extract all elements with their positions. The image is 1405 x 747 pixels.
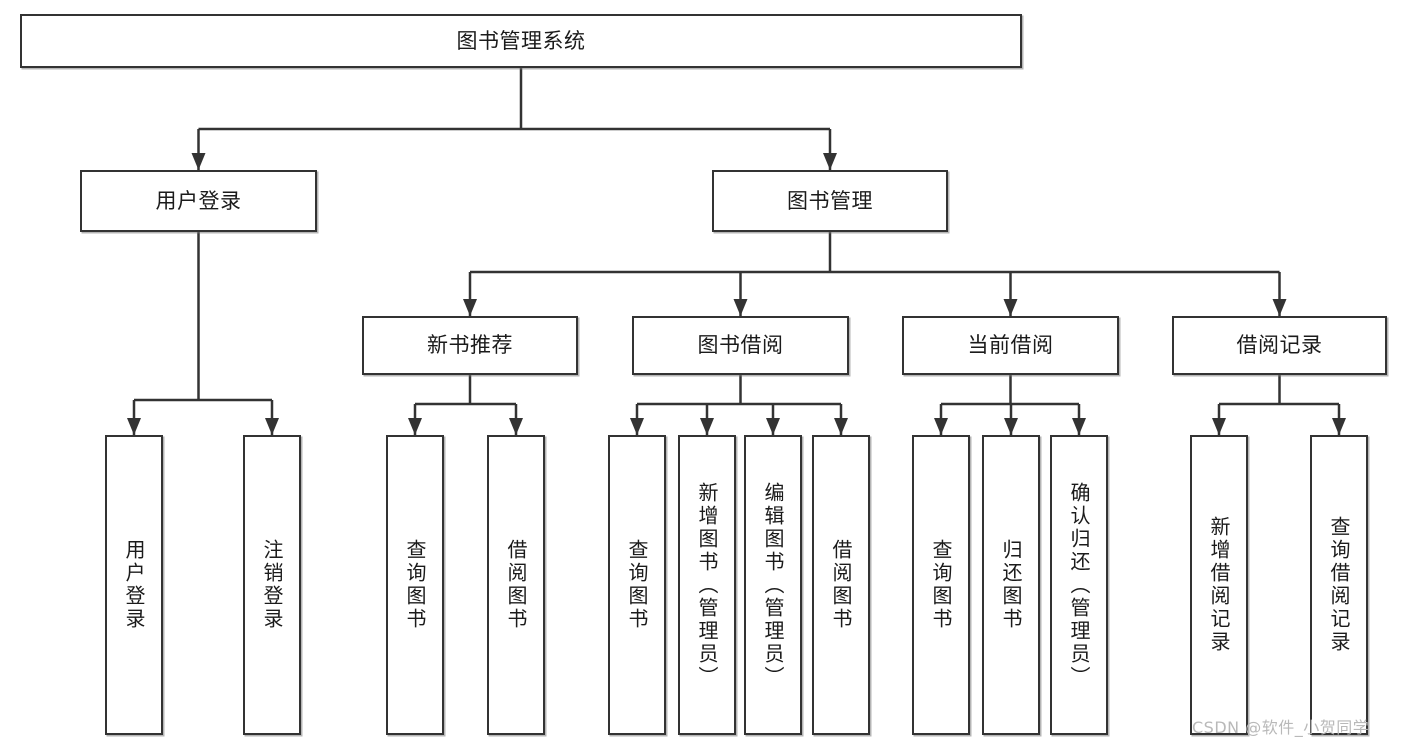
node-leaf-bb-add[interactable]: 新增图书（管理员） (678, 435, 736, 735)
node-leaf-bb-borrow[interactable]: 借阅图书 (812, 435, 870, 735)
node-label: 图书借阅 (697, 333, 784, 358)
node-label: 借阅记录 (1236, 333, 1323, 358)
node-label: 用户登录 (155, 188, 242, 213)
node-label: 注销登录 (260, 539, 284, 631)
node-label: 查询借阅记录 (1327, 516, 1351, 654)
arrowhead (733, 299, 748, 316)
node-label: 当前借阅 (967, 333, 1054, 358)
arrowhead (823, 153, 837, 170)
node-leaf-cb-confirm[interactable]: 确认归还（管理员） (1050, 435, 1108, 735)
arrowhead (408, 418, 422, 435)
arrowhead (1272, 299, 1287, 316)
node-current-borrow[interactable]: 当前借阅 (902, 316, 1119, 375)
node-label: 编辑图书（管理员） (761, 481, 785, 689)
arrowhead (1072, 418, 1086, 435)
node-leaf-bb-query[interactable]: 查询图书 (608, 435, 666, 735)
node-label: 确认归还（管理员） (1067, 481, 1091, 689)
arrowhead (191, 153, 206, 170)
node-root[interactable]: 图书管理系统 (20, 14, 1022, 68)
arrowhead (463, 299, 477, 316)
node-label: 用户登录 (122, 539, 146, 631)
node-label: 查询图书 (625, 539, 649, 631)
arrowhead (1003, 299, 1018, 316)
arrowhead (127, 418, 141, 435)
node-label: 新增借阅记录 (1207, 516, 1231, 654)
node-book-manage[interactable]: 图书管理 (712, 170, 948, 232)
arrowhead (1332, 418, 1346, 435)
node-label: 新书推荐 (427, 333, 513, 358)
arrowhead (934, 418, 948, 435)
node-leaf-rec-borrow[interactable]: 借阅图书 (487, 435, 545, 735)
node-book-borrow[interactable]: 图书借阅 (632, 316, 849, 375)
node-borrow-record[interactable]: 借阅记录 (1172, 316, 1387, 375)
node-label: 借阅图书 (829, 539, 853, 631)
node-leaf-br-add[interactable]: 新增借阅记录 (1190, 435, 1248, 735)
arrowhead (766, 418, 780, 435)
node-new-book-rec[interactable]: 新书推荐 (362, 316, 578, 375)
node-label: 借阅图书 (504, 539, 528, 631)
node-leaf-cb-return[interactable]: 归还图书 (982, 435, 1040, 735)
node-leaf-bb-edit[interactable]: 编辑图书（管理员） (744, 435, 802, 735)
node-label: 归还图书 (999, 539, 1023, 631)
arrowhead (265, 418, 279, 435)
node-label: 查询图书 (403, 539, 427, 631)
node-leaf-rec-query[interactable]: 查询图书 (386, 435, 444, 735)
node-label: 查询图书 (929, 539, 953, 631)
node-leaf-cb-query[interactable]: 查询图书 (912, 435, 970, 735)
node-leaf-user-logout[interactable]: 注销登录 (243, 435, 301, 735)
csdn-watermark: CSDN @软件_小贺同学 (1192, 718, 1370, 737)
node-label: 新增图书（管理员） (695, 481, 719, 689)
node-label: 图书管理系统 (456, 28, 586, 53)
arrowhead (1004, 418, 1018, 435)
node-label: 图书管理 (787, 188, 873, 213)
node-leaf-br-query[interactable]: 查询借阅记录 (1310, 435, 1368, 735)
arrowhead (509, 418, 523, 435)
arrowhead (1212, 418, 1226, 435)
arrowhead (834, 418, 848, 435)
arrowhead (630, 418, 644, 435)
arrowhead (700, 418, 714, 435)
node-user-login[interactable]: 用户登录 (80, 170, 317, 232)
node-leaf-user-login[interactable]: 用户登录 (105, 435, 163, 735)
